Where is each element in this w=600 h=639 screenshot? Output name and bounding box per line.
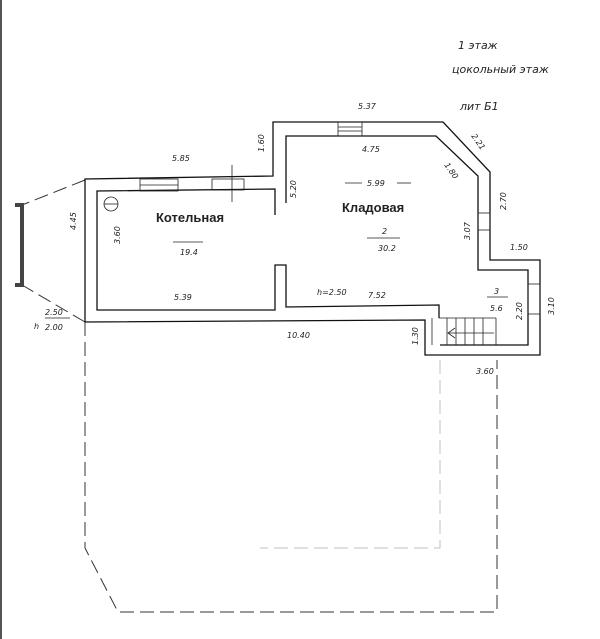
floor-label: 1 этаж xyxy=(458,39,498,52)
window xyxy=(337,121,363,137)
dimension-label: 4.45 xyxy=(69,212,78,230)
dashed-outline xyxy=(260,360,441,549)
room-area-storage: 30.2 xyxy=(378,244,396,253)
dimension-label: 5.99 xyxy=(367,179,385,188)
dimension-label: 3.10 xyxy=(547,297,556,315)
dashed-outline xyxy=(84,322,498,613)
stairs-icon xyxy=(431,317,497,345)
window xyxy=(527,283,541,315)
neighbor-wall xyxy=(15,203,24,287)
dimension-label: 4.75 xyxy=(362,145,380,154)
dimension-label: 10.40 xyxy=(287,331,310,340)
dimension-label: 1.60 xyxy=(257,134,266,152)
dashed-outline xyxy=(21,284,86,323)
floor-type-label: цокольный этаж xyxy=(452,63,549,76)
dimension-label: h xyxy=(34,322,39,331)
dimension-label: 5.39 xyxy=(174,293,192,302)
dimension-label: 1.30 xyxy=(411,327,420,345)
room-area-3: 5.6 xyxy=(490,304,503,313)
dimension-label: 5.85 xyxy=(172,154,190,163)
dimension-label: 3.60 xyxy=(113,226,122,244)
room-name-storage: Кладовая xyxy=(342,200,404,215)
dimension-label: h=2.50 xyxy=(317,288,347,297)
dimension-label: 3.60 xyxy=(476,367,494,376)
outer-wall-bottom xyxy=(84,319,541,356)
window xyxy=(477,212,491,231)
dimension-label: 3.07 xyxy=(463,221,472,240)
dimension-label: 2.21 xyxy=(469,132,487,152)
dimension-label: 5.37 xyxy=(358,102,377,111)
dimension-label: 2.20 xyxy=(515,302,524,320)
dimension-label: 1.80 xyxy=(442,161,460,181)
inner-wall xyxy=(96,188,440,318)
dimension-label: 2.70 xyxy=(499,192,508,210)
room-name-boiler: Котельная xyxy=(156,210,224,225)
dimension-label: 1.50 xyxy=(510,243,528,252)
room-area-boiler: 19.4 xyxy=(180,248,198,257)
dimension-label: 7.52 xyxy=(368,291,386,300)
boiler-icon xyxy=(103,196,119,212)
room-number-storage: 2 xyxy=(382,227,387,236)
inner-wall xyxy=(285,135,529,346)
dimension-label: 5.20 xyxy=(289,180,298,198)
letter-label: лит Б1 xyxy=(459,100,499,113)
dashed-outline xyxy=(21,179,86,206)
dimension-label: 2.00 xyxy=(45,323,63,332)
room-number-3: 3 xyxy=(494,287,499,296)
dimension-label: 2.50 xyxy=(45,308,63,317)
outer-wall xyxy=(84,121,541,337)
